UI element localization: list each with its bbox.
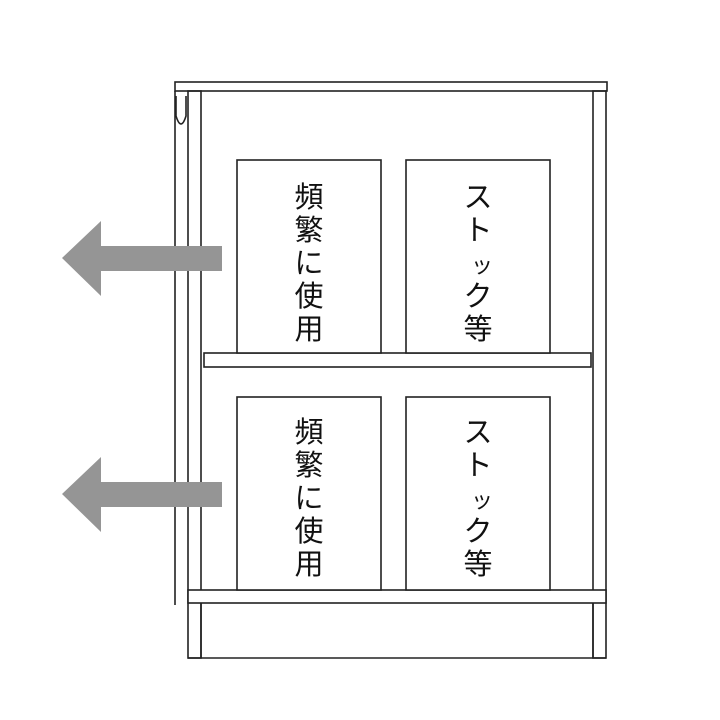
box-upper-front xyxy=(236,159,382,354)
label-upper-front: 頻繁に使用 xyxy=(294,180,323,346)
middle-shelf xyxy=(203,352,592,368)
label-lower-front: 頻繁に使用 xyxy=(294,415,323,581)
box-labels: 頻繁に使用 ストック等 頻繁に使用 ストック等 xyxy=(294,180,493,581)
cabinet-top-board xyxy=(174,81,608,92)
door-handle xyxy=(175,96,187,125)
bottom-board xyxy=(187,589,607,604)
box-lower-back xyxy=(405,396,551,591)
box-lower-front xyxy=(236,396,382,591)
label-upper-back: ストック等 xyxy=(463,180,493,346)
box-upper-back xyxy=(405,159,551,354)
label-lower-back: ストック等 xyxy=(463,415,493,581)
arrows xyxy=(62,221,222,532)
cabinet xyxy=(174,81,608,659)
cabinet-left-panel xyxy=(187,90,202,659)
left-arrow-icon xyxy=(62,221,222,296)
left-arrow-icon xyxy=(62,457,222,532)
storage-boxes xyxy=(236,159,551,591)
cabinet-right-panel xyxy=(592,90,607,659)
